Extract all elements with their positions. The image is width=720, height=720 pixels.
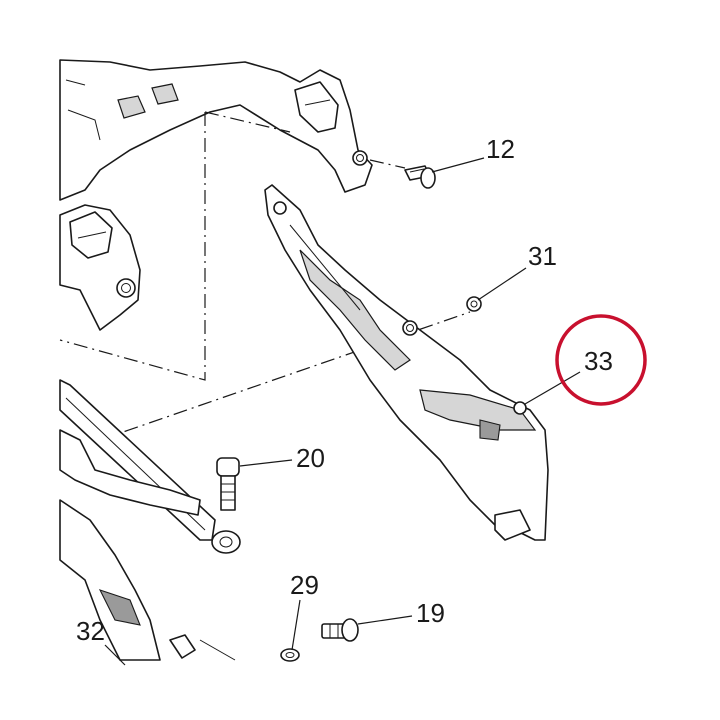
tail-subframe (59, 59, 373, 201)
frame-tube (59, 379, 236, 661)
callout-31: 31 (528, 241, 557, 271)
callout-12: 12 (486, 134, 515, 164)
callout-29: 29 (290, 570, 319, 600)
callout-33: 33 (584, 346, 613, 376)
callout-33-highlight-circle (555, 314, 647, 406)
screw-12 (404, 165, 436, 189)
bolt-20 (211, 457, 241, 554)
side-cover-panel-33 (264, 184, 549, 541)
leader-lines (104, 157, 581, 666)
callout-20: 20 (296, 443, 325, 473)
alignment-lines (59, 111, 471, 441)
callout-32: 32 (76, 616, 105, 646)
washer-29 (280, 648, 300, 662)
callout-19: 19 (416, 598, 445, 628)
bolt-19 (321, 618, 359, 642)
side-mount-block (59, 204, 141, 331)
washer-31 (466, 296, 482, 312)
